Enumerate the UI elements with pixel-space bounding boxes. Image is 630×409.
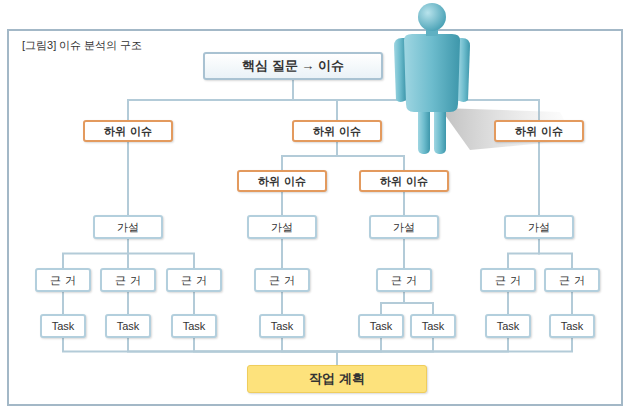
tree-connector — [194, 338, 337, 365]
tree-connector — [404, 292, 433, 314]
tree-connector — [128, 239, 194, 268]
core-question-box: 핵심 질문 → 이슈 — [203, 52, 383, 80]
work-plan-box: 작업 계획 — [247, 365, 427, 393]
task-box: Task — [485, 314, 531, 338]
person-body — [394, 3, 470, 154]
figure-title: [그림3] 이슈 분석의 구조 — [22, 38, 142, 53]
task-box: Task — [171, 314, 217, 338]
task-box: Task — [410, 314, 456, 338]
sub-issue-box: 하위 이슈 — [83, 120, 173, 142]
box-label: 근 거 — [391, 274, 416, 286]
box-label: Task — [52, 320, 75, 332]
tree-connector — [281, 292, 283, 314]
box-label: 하위 이슈 — [380, 175, 427, 187]
evidence-box: 근 거 — [100, 268, 156, 292]
tree-connector — [193, 292, 195, 314]
box-label: 하위 이슈 — [104, 125, 151, 137]
tree-connector — [403, 192, 405, 215]
box-label: 근 거 — [269, 274, 294, 286]
box-label: 가설 — [393, 221, 415, 233]
hypothesis-box: 가설 — [93, 215, 163, 239]
tree-connector — [62, 292, 64, 314]
box-label: 핵심 질문 → 이슈 — [242, 59, 344, 73]
box-label: 근 거 — [115, 274, 140, 286]
evidence-box: 근 거 — [376, 268, 432, 292]
evidence-box: 근 거 — [480, 268, 536, 292]
box-label: Task — [561, 320, 584, 332]
tree-connector — [337, 338, 572, 365]
tree-connector — [508, 239, 539, 268]
evidence-box: 근 거 — [35, 268, 91, 292]
tree-connector — [281, 192, 283, 215]
tree-connector — [507, 292, 509, 314]
box-label: 근 거 — [181, 274, 206, 286]
task-box: Task — [105, 314, 151, 338]
tree-connector — [63, 239, 128, 268]
tree-connector — [403, 239, 405, 268]
box-label: Task — [271, 320, 294, 332]
hypothesis-box: 가설 — [369, 215, 439, 239]
tree-connector — [337, 142, 404, 170]
task-box: Task — [40, 314, 86, 338]
sub-issue-box: 하위 이슈 — [494, 120, 584, 142]
tree-connector — [63, 338, 337, 365]
hypothesis-box: 가설 — [504, 215, 574, 239]
sub-issue-box: 하위 이슈 — [237, 170, 327, 192]
tree-connector — [539, 239, 572, 268]
evidence-box: 근 거 — [166, 268, 222, 292]
box-label: 하위 이슈 — [313, 125, 360, 137]
box-label: 근 거 — [495, 274, 520, 286]
outer-frame — [8, 30, 622, 405]
tree-connector — [571, 292, 573, 314]
tree-connector — [282, 142, 337, 170]
box-label: 작업 계획 — [309, 372, 365, 386]
box-label: Task — [422, 320, 445, 332]
box-label: 근 거 — [559, 274, 584, 286]
sub-issue-box: 하위 이슈 — [292, 120, 382, 142]
box-label: Task — [183, 320, 206, 332]
box-label: 하위 이슈 — [515, 125, 562, 137]
tree-connector — [538, 142, 540, 215]
box-label: 근 거 — [50, 274, 75, 286]
tree-connector — [127, 292, 129, 314]
box-label: Task — [117, 320, 140, 332]
tree-connector — [282, 338, 337, 365]
task-box: Task — [549, 314, 595, 338]
tree-connector — [281, 239, 283, 268]
box-label: 가설 — [117, 221, 139, 233]
task-box: Task — [259, 314, 305, 338]
hypothesis-box: 가설 — [247, 215, 317, 239]
tree-connector — [128, 80, 293, 120]
box-label: 가설 — [528, 221, 550, 233]
evidence-box: 근 거 — [254, 268, 310, 292]
box-label: 하위 이슈 — [258, 175, 305, 187]
task-box: Task — [358, 314, 404, 338]
evidence-box: 근 거 — [544, 268, 600, 292]
box-label: 가설 — [271, 221, 293, 233]
box-label: Task — [370, 320, 393, 332]
sub-issue-box: 하위 이슈 — [359, 170, 449, 192]
tree-connector — [381, 292, 404, 314]
box-label: Task — [497, 320, 520, 332]
tree-connector — [128, 338, 337, 365]
tree-connector — [127, 142, 129, 215]
